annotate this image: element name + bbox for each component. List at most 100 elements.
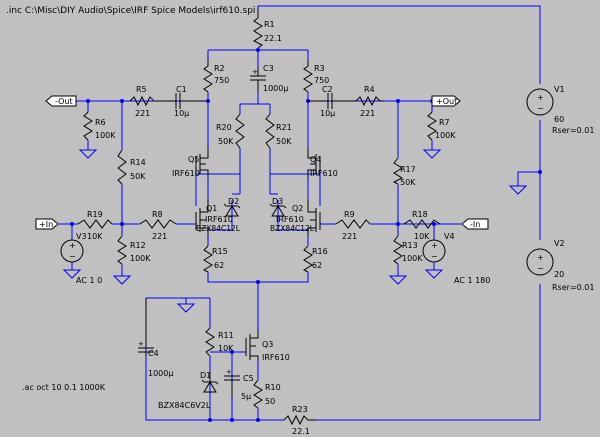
svg-text:+: + xyxy=(537,253,544,262)
mosfet-q3 xyxy=(245,330,259,360)
ground-symbol xyxy=(176,303,196,313)
resistor-r18 xyxy=(403,219,441,229)
d1-name: D1 xyxy=(200,371,211,380)
r6-value: 100K xyxy=(95,131,116,140)
ground-symbol xyxy=(62,269,82,279)
source-v4: +− xyxy=(422,239,446,263)
r2-value: 750 xyxy=(214,76,229,85)
ground-symbol xyxy=(508,185,528,195)
c1-name: C1 xyxy=(176,85,187,94)
resistor-r21 xyxy=(265,113,275,149)
svg-text:+: + xyxy=(226,368,232,376)
ground-symbol xyxy=(388,275,408,285)
v1-rser: Rser=0.01 xyxy=(552,126,594,135)
r7-value: 100K xyxy=(435,131,456,140)
r6-name: R6 xyxy=(95,118,106,127)
svg-text:+: + xyxy=(252,68,258,76)
v4-name: V4 xyxy=(444,232,455,241)
resistors xyxy=(77,10,441,426)
r2-name: R2 xyxy=(214,64,225,73)
d3-name: D3 xyxy=(272,197,283,206)
v2-value: 20 xyxy=(554,270,564,279)
r21-name: R21 xyxy=(276,123,292,132)
c3-name: C3 xyxy=(263,64,274,73)
r1-value: 22.1 xyxy=(264,34,282,43)
r4-value: 221 xyxy=(360,109,375,118)
q1-name: Q1 xyxy=(206,204,217,213)
r9-value: 221 xyxy=(342,232,357,241)
r13-value: 100K xyxy=(402,254,423,263)
resistor-r8 xyxy=(139,219,177,229)
v1-name: V1 xyxy=(554,85,565,94)
r14-name: R14 xyxy=(130,158,146,167)
resistor-r15 xyxy=(202,245,213,273)
port-neg-in-label: -In xyxy=(470,220,480,229)
c2-name: C2 xyxy=(322,85,333,94)
v2-rser: Rser=0.01 xyxy=(552,283,594,292)
labels: .inc C:\Misc\DIY Audio\Spice\IRF Spice M… xyxy=(6,6,594,436)
mosfet-q2 xyxy=(307,200,321,236)
r18-value: 10K xyxy=(414,232,430,241)
d2-value: BZX84C12L xyxy=(196,224,241,233)
r5-name: R5 xyxy=(136,85,147,94)
r4-name: R4 xyxy=(364,85,375,94)
port-pos-out-label: +Out xyxy=(436,97,457,106)
port-neg-out xyxy=(45,95,77,107)
q3-name: Q3 xyxy=(262,340,273,349)
resistor-r12 xyxy=(117,235,127,265)
c3-value: 1000µ xyxy=(263,84,288,93)
d3-value: BZX84C12L xyxy=(270,224,315,233)
r23-value: 22.1 xyxy=(292,427,310,436)
r3-name: R3 xyxy=(314,64,325,73)
v4-value: AC 1 180 xyxy=(454,276,490,285)
ground-symbol xyxy=(112,275,132,285)
r11-name: R11 xyxy=(218,331,234,340)
c5-value: 5µ xyxy=(241,392,251,401)
v1-value: 60 xyxy=(554,115,564,124)
resistor-r2 xyxy=(203,60,213,93)
svg-text:−: − xyxy=(537,264,544,273)
resistor-r11 xyxy=(205,327,215,357)
r11-value: 10K xyxy=(218,344,234,353)
source-v2: +− xyxy=(526,248,554,276)
r19-name: R19 xyxy=(87,210,103,219)
port-pos-in-label: +In xyxy=(39,220,53,229)
resistor-r19 xyxy=(77,219,113,229)
resistor-r9 xyxy=(335,219,371,229)
svg-text:+: + xyxy=(69,241,76,250)
port-neg-out-label: -Out xyxy=(55,97,73,106)
ground-symbol xyxy=(78,149,98,159)
r23-name: R23 xyxy=(292,405,308,414)
r15-value: 62 xyxy=(214,261,224,270)
mosfet-q4 xyxy=(307,148,321,178)
c4-value: 1000µ xyxy=(148,369,173,378)
svg-text:−: − xyxy=(431,252,438,261)
r12-name: R12 xyxy=(130,241,146,250)
r1-name: R1 xyxy=(264,20,275,29)
r8-name: R8 xyxy=(152,210,163,219)
r19-value: 10K xyxy=(87,232,103,241)
wires xyxy=(58,5,541,421)
mosfets xyxy=(195,148,321,360)
resistor-r5 xyxy=(129,95,158,107)
v3-name: V3 xyxy=(76,232,87,241)
q1-value: IRF610 xyxy=(205,215,233,224)
r3-value: 750 xyxy=(314,76,329,85)
q4-value: IRF610 xyxy=(310,169,338,178)
c1-value: 10µ xyxy=(174,109,189,118)
c2-value: 10µ xyxy=(320,109,335,118)
capacitors: + + + xyxy=(138,68,356,396)
svg-text:+: + xyxy=(431,241,438,250)
resistor-r7 xyxy=(427,111,437,141)
zener-d2 xyxy=(223,203,241,217)
r5-value: 221 xyxy=(135,109,150,118)
r21-value: 50K xyxy=(276,137,292,146)
include-directive: .inc C:\Misc\DIY Audio\Spice\IRF Spice M… xyxy=(6,6,255,16)
r16-value: 62 xyxy=(312,261,322,270)
q2-value: IRF610 xyxy=(276,215,304,224)
resistor-r20 xyxy=(235,113,245,149)
r10-name: R10 xyxy=(265,383,281,392)
svg-text:−: − xyxy=(69,252,76,261)
capacitor-c3: + xyxy=(250,68,266,92)
r12-value: 100K xyxy=(130,254,151,263)
